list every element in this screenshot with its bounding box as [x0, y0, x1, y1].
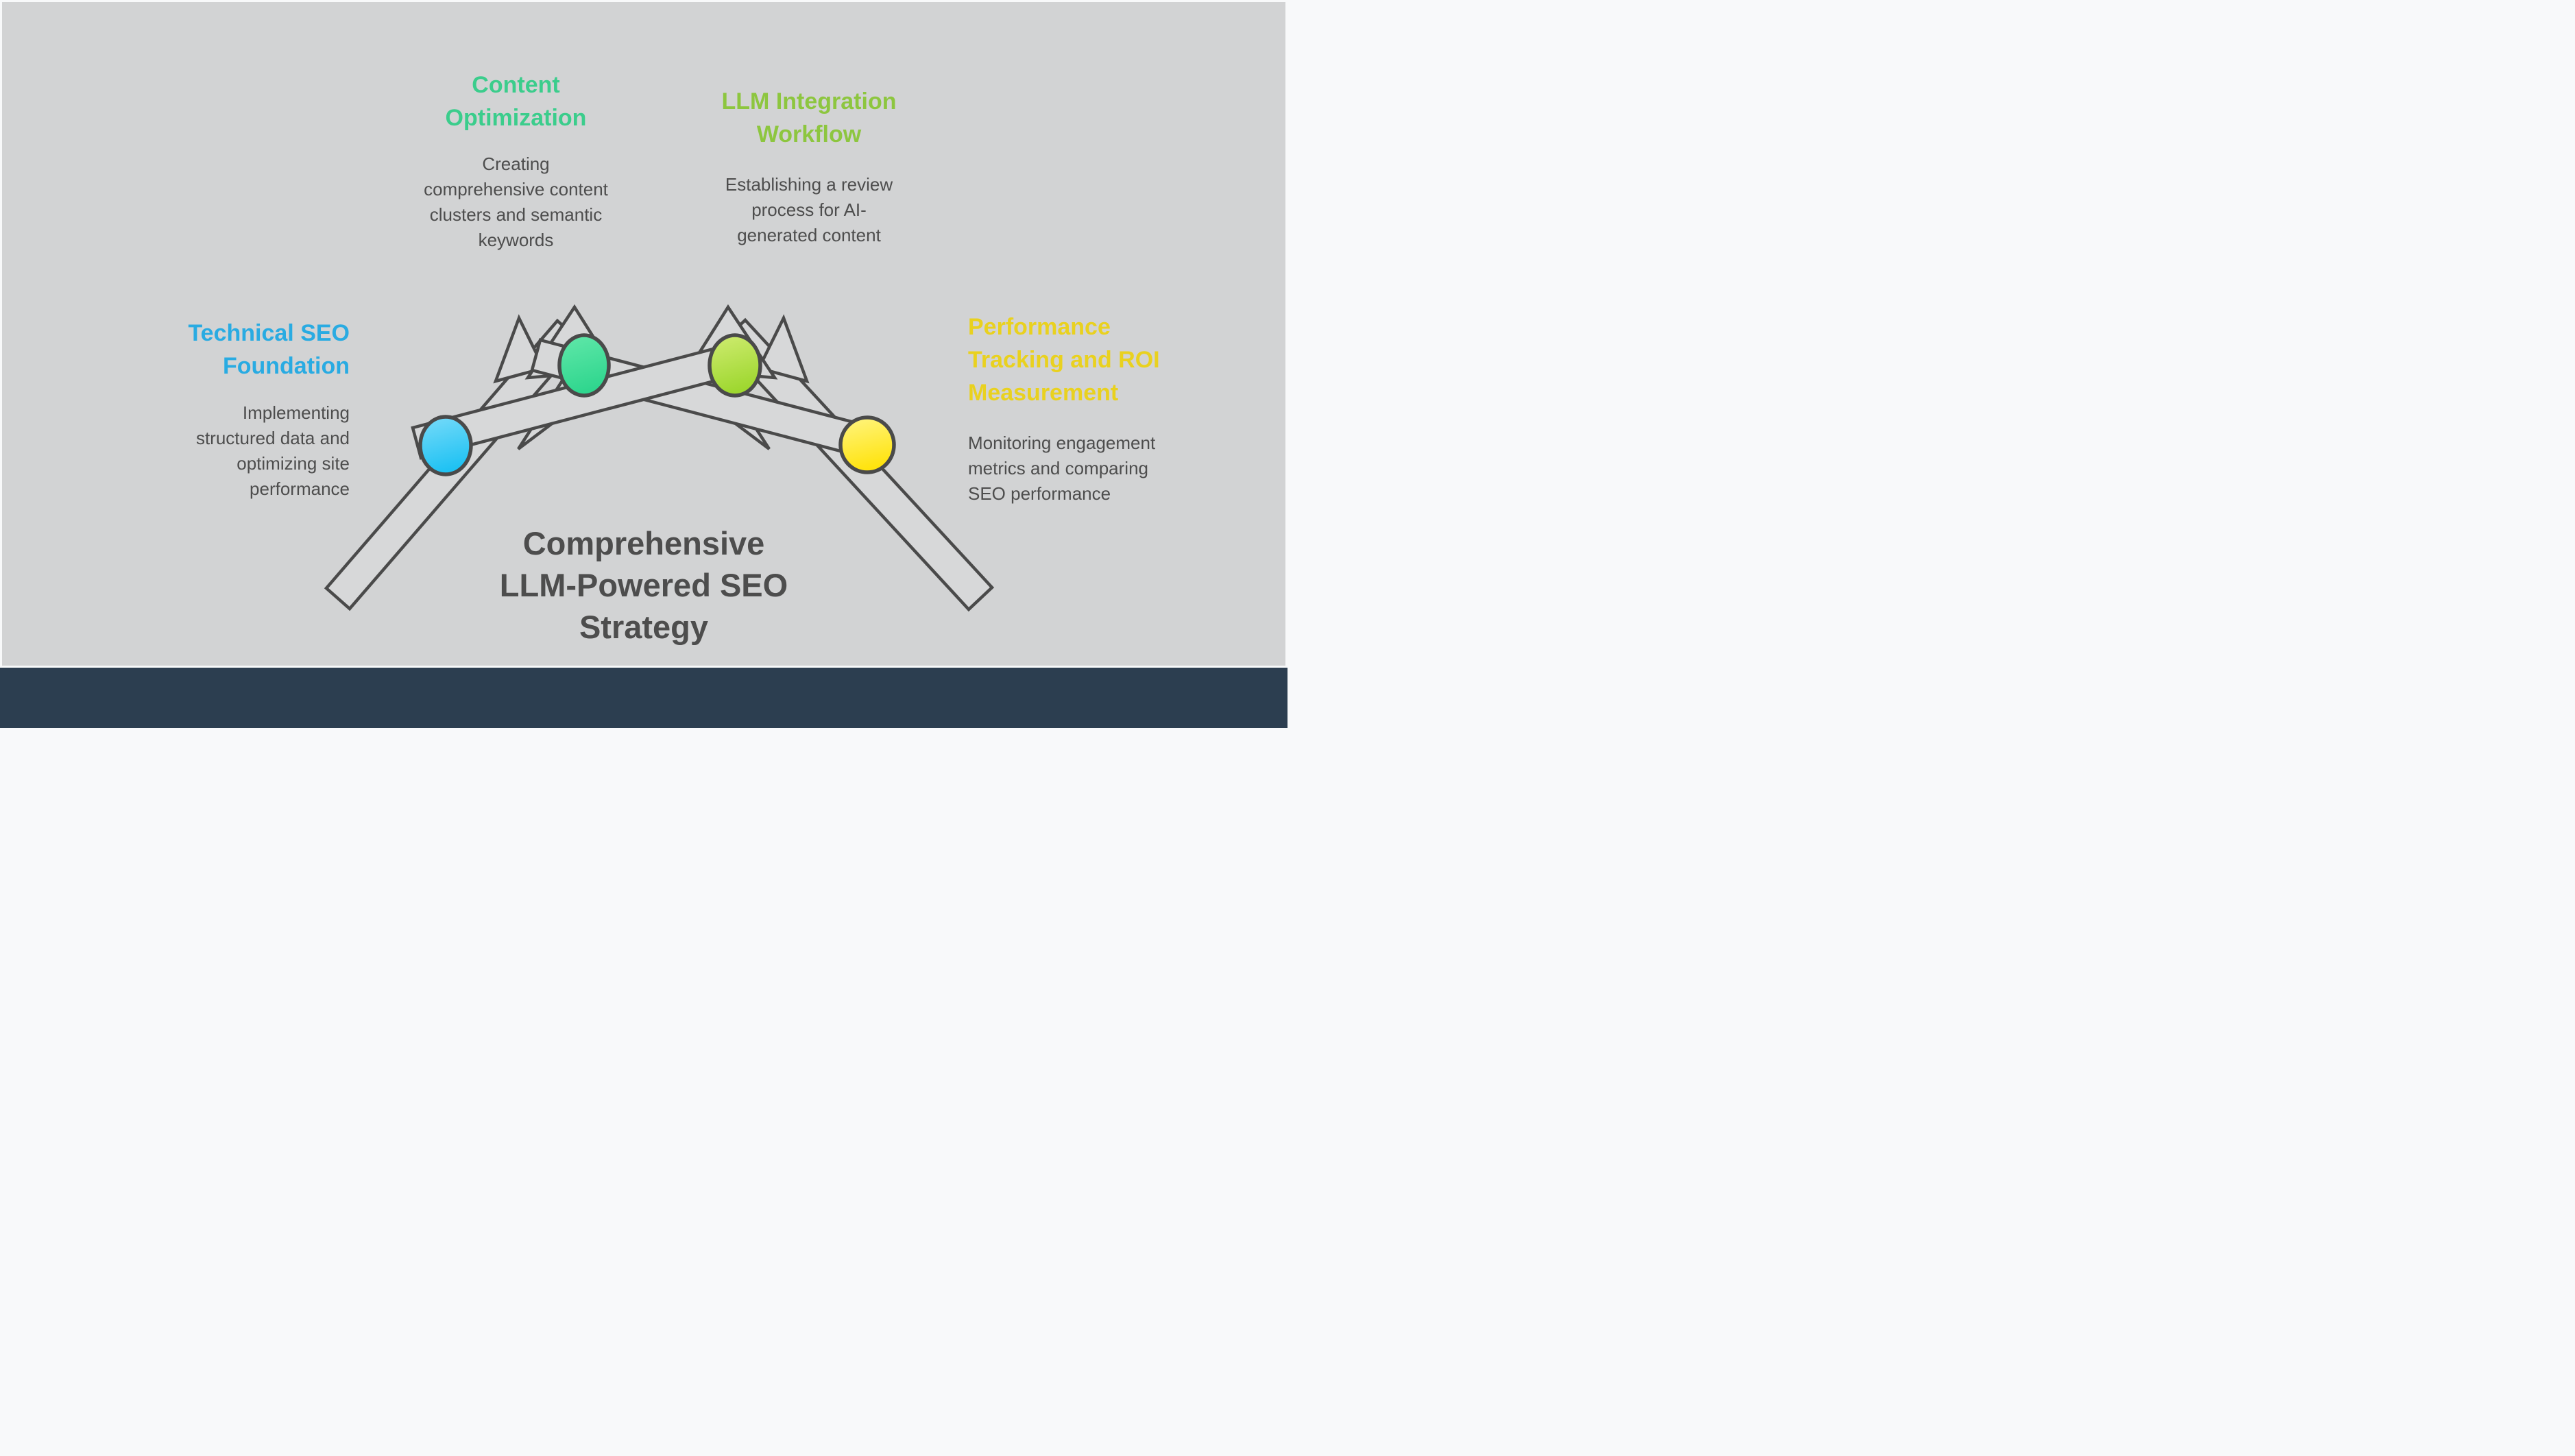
node-content-optimization	[557, 333, 611, 398]
zigzag-arrow-diagram	[324, 304, 995, 612]
node-llm-integration	[708, 333, 762, 398]
arrowhead-small-left	[493, 314, 546, 384]
branch-heading-performance-tracking: Performance Tracking and ROI Measurement	[968, 314, 1160, 406]
infographic-stage: Content Optimization Creating comprehens…	[0, 0, 1288, 728]
branch-content-optimization: Content Optimization Creating comprehens…	[404, 69, 627, 253]
node-performance-tracking	[838, 415, 896, 474]
diagram-title: Comprehensive LLM-Powered SEO Strategy	[499, 525, 788, 645]
branch-description-content-optimization: Creating comprehensive content clusters …	[424, 154, 608, 250]
footer-bar	[0, 668, 1288, 728]
branch-llm-integration: LLM Integration Workflow Establishing a …	[696, 85, 922, 248]
node-technical-seo	[418, 415, 473, 476]
branch-heading-technical-seo: Technical SEO Foundation	[188, 320, 350, 379]
branch-description-performance-tracking: Monitoring engagement metrics and compar…	[968, 433, 1156, 504]
branch-performance-tracking: Performance Tracking and ROI Measurement…	[968, 311, 1201, 507]
branch-description-llm-integration: Establishing a review process for AI- ge…	[725, 174, 893, 245]
branch-heading-llm-integration: LLM Integration Workflow	[721, 88, 897, 147]
branch-technical-seo: Technical SEO Foundation Implementing st…	[137, 317, 350, 502]
arrowhead-small-right	[756, 314, 810, 384]
canvas-background	[2, 2, 1285, 666]
branch-description-technical-seo: Implementing structured data and optimiz…	[195, 402, 350, 499]
branch-heading-content-optimization: Content Optimization	[445, 72, 587, 131]
